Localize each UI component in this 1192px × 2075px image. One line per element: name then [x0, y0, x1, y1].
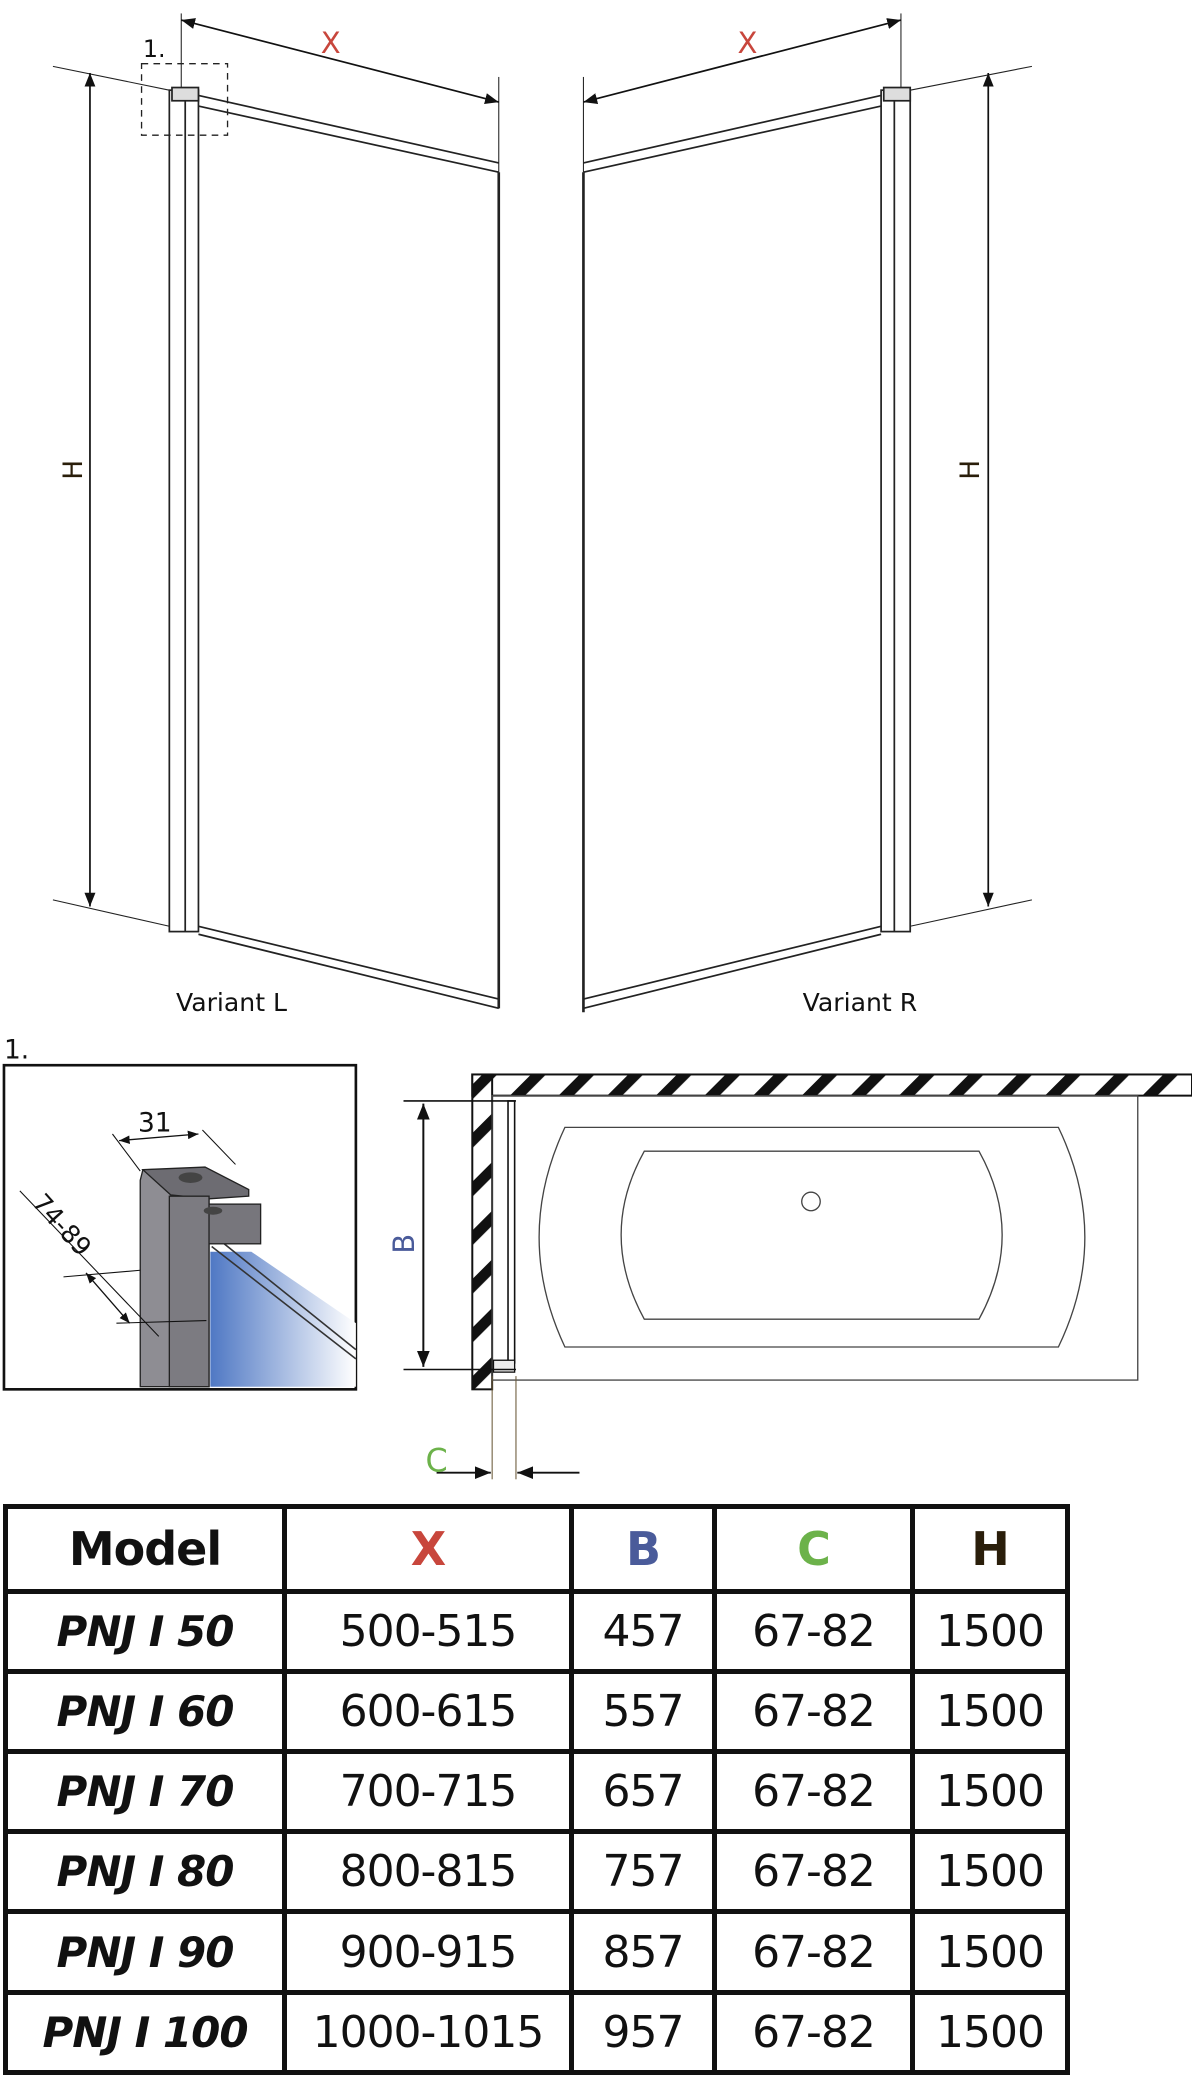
cell-b: 657	[569, 1748, 717, 1835]
cell-b: 957	[569, 1989, 717, 2075]
dim-b-label: B	[387, 1234, 421, 1254]
dim-x-right-label: X	[738, 26, 758, 60]
detail-title: 1.	[4, 1035, 29, 1066]
cell-b: 757	[569, 1829, 717, 1915]
detail-profile-view	[2, 1063, 358, 1391]
cell-model: PNJ I 70	[3, 1748, 287, 1835]
cell-x: 900-915	[282, 1909, 574, 1995]
cell-x: 800-815	[282, 1829, 574, 1915]
cell-model: PNJ I 100	[3, 1989, 287, 2075]
cell-c: 67-82	[712, 1829, 915, 1915]
cell-model: PNJ I 90	[3, 1909, 287, 1995]
dim-x-left-label: X	[321, 26, 341, 60]
header-model: Model	[3, 1504, 287, 1594]
cell-h: 1500	[910, 1668, 1070, 1755]
cell-c: 67-82	[712, 1588, 915, 1674]
variant-left-panel	[52, 13, 501, 1010]
cell-model: PNJ I 80	[3, 1829, 287, 1915]
cell-b: 557	[569, 1668, 717, 1755]
dim-c-label: C	[425, 1443, 447, 1479]
cell-h: 1500	[910, 1989, 1070, 2075]
cell-c: 67-82	[712, 1989, 915, 2075]
cell-model: PNJ I 60	[3, 1668, 287, 1755]
cell-c: 67-82	[712, 1668, 915, 1755]
technical-drawing: X H 1. Variant L X H Variant R 1.	[2, 13, 1192, 1480]
bath-plan-view	[403, 1073, 1192, 1480]
cell-b: 857	[569, 1909, 717, 1995]
cell-c: 67-82	[712, 1748, 915, 1835]
table-header-row: Model X B C H	[3, 1504, 1070, 1594]
header-c: C	[712, 1504, 915, 1594]
variant-right-panel	[582, 13, 1033, 1013]
cell-h: 1500	[910, 1909, 1070, 1995]
header-x: X	[282, 1504, 574, 1594]
dim-h-left-label: H	[58, 460, 89, 480]
cell-x: 1000-1015	[282, 1989, 574, 2075]
variant-right-label: Variant R	[803, 988, 918, 1017]
cell-x: 500-515	[282, 1588, 574, 1674]
cell-h: 1500	[910, 1588, 1070, 1674]
cell-model: PNJ I 50	[3, 1588, 287, 1674]
cell-x: 700-715	[282, 1748, 574, 1835]
detail-marker: 1.	[143, 35, 166, 63]
cell-b: 457	[569, 1588, 717, 1674]
header-h: H	[910, 1504, 1070, 1594]
header-b: B	[569, 1504, 717, 1594]
dim-h-right-label: H	[955, 460, 986, 480]
cell-h: 1500	[910, 1829, 1070, 1915]
variant-left-label: Variant L	[176, 988, 287, 1017]
cell-h: 1500	[910, 1748, 1070, 1835]
cell-c: 67-82	[712, 1909, 915, 1995]
detail-width-label: 31	[138, 1107, 172, 1138]
cell-x: 600-615	[282, 1668, 574, 1755]
